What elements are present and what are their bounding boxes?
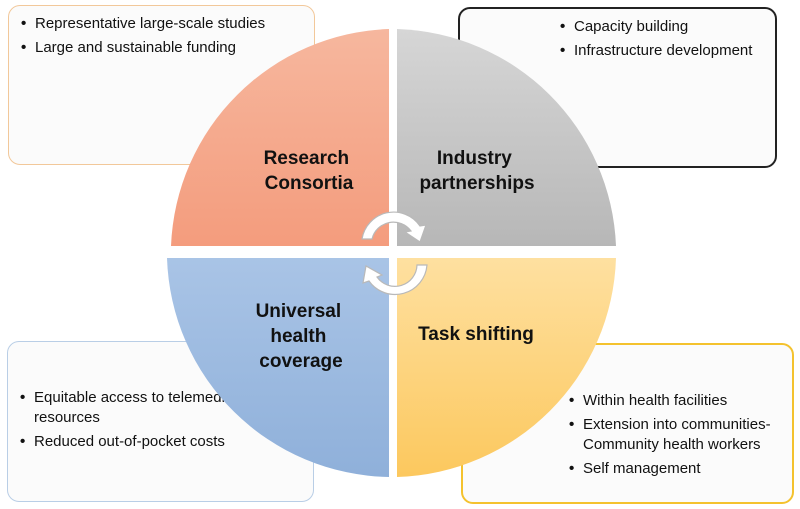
quadrant-research-consortia xyxy=(171,29,389,246)
list-item: Representative large-scale studies xyxy=(19,14,304,34)
quadrant-universal-health-coverage xyxy=(167,258,389,477)
list-item: Reduced out-of-pocket costs xyxy=(18,432,303,452)
quadrant-title-task-shifting: Task shifting xyxy=(418,324,534,345)
list-item: Capacity building xyxy=(558,17,765,37)
list-item: Equitable access to telemedicine resourc… xyxy=(18,388,303,428)
list-item: Large and sustainable funding xyxy=(19,38,304,58)
list-item: Within health facilities xyxy=(567,391,782,411)
quadrant-task-shifting xyxy=(397,258,616,477)
quadrant-title-industry-partnerships: Industry partnerships xyxy=(419,148,534,194)
quadrant-title-universal-health-coverage: Universal health coverage xyxy=(256,301,347,372)
quadrant-title-research-consortia: Research Consortia xyxy=(264,148,355,194)
list-item: Self management xyxy=(567,459,782,479)
list-item: Extension into communities-Community hea… xyxy=(567,415,782,455)
quadrant-industry-partnerships xyxy=(397,29,616,246)
list-item: Infrastructure development xyxy=(558,41,765,61)
circular-arrows-icon xyxy=(361,211,428,296)
